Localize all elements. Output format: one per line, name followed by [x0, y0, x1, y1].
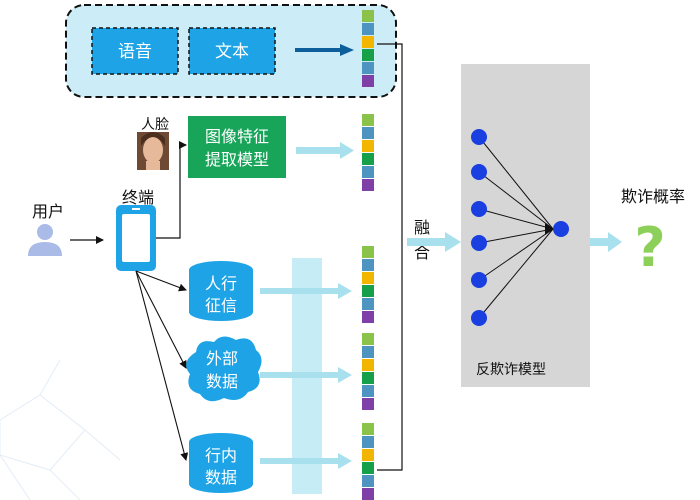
feature-strip [362, 114, 374, 191]
fraud-probability-label: 欺诈概率 [621, 187, 685, 206]
feature-cell [362, 10, 374, 22]
credit-label-line2: 征信 [205, 296, 237, 315]
feature-cell [362, 36, 374, 48]
feature-cell [362, 114, 374, 126]
multimodal-input-group: 语音 文本 [65, 4, 397, 98]
fuse-label-line2: 合 [414, 243, 430, 262]
internal-data-source: 行内 数据 [189, 433, 253, 493]
network-edge [478, 228, 554, 319]
input-node [471, 272, 487, 288]
credit-label-line1: 人行 [205, 274, 237, 293]
feature-cell [362, 140, 374, 152]
feature-cell [362, 153, 374, 165]
feature-cell [362, 372, 374, 384]
external-data-source: 外部 数据 [186, 336, 262, 402]
feature-strip [362, 333, 374, 410]
structured-data-arrows [260, 258, 352, 494]
network-edge [478, 208, 554, 230]
text-label: 文本 [215, 42, 249, 62]
feature-cell [362, 285, 374, 297]
feature-strips [362, 10, 374, 500]
terminal-to-model-connector [155, 141, 187, 239]
face-photo-icon [137, 132, 169, 170]
network-edge [478, 228, 554, 281]
feature-strip [362, 10, 374, 87]
internal-label-line1: 行内 [205, 446, 237, 465]
input-node [471, 164, 487, 180]
output-node [553, 221, 569, 237]
feature-cell [362, 298, 374, 310]
feature-cell [362, 75, 374, 87]
feature-cell [362, 259, 374, 271]
input-node [471, 235, 487, 251]
credit-source: 人行 征信 [189, 261, 253, 321]
network-edge [478, 171, 554, 230]
user-icon [28, 224, 62, 256]
internal-label-line2: 数据 [205, 468, 237, 487]
feature-strip [362, 246, 374, 323]
network-edge [478, 136, 554, 230]
background-decoration [0, 359, 121, 500]
external-label-line2: 数据 [206, 372, 238, 391]
network-edge [478, 228, 554, 244]
feature-cell [362, 462, 374, 474]
speech-box [91, 27, 179, 75]
feature-cell [362, 346, 374, 358]
external-label-line1: 外部 [206, 349, 238, 368]
image-model-label-line2: 提取模型 [205, 150, 269, 169]
feature-strip [362, 423, 374, 500]
feature-cell [362, 449, 374, 461]
feature-cell [362, 333, 374, 345]
image-feature-model-box [188, 116, 286, 178]
anti-fraud-model-label: 反欺诈模型 [476, 362, 546, 378]
image-model-label-line1: 图像特征 [205, 127, 269, 146]
feature-cell [362, 385, 374, 397]
feature-cell [362, 246, 374, 258]
face-label: 人脸 [141, 117, 169, 133]
input-node [471, 310, 487, 326]
terminal-branches [135, 270, 189, 461]
feature-cell [362, 359, 374, 371]
feature-cell [362, 475, 374, 487]
question-mark-icon: ? [634, 216, 665, 279]
input-node [471, 129, 487, 145]
anti-fraud-model: 反欺诈模型 [461, 64, 590, 387]
phone-icon [116, 205, 156, 271]
speech-label: 语音 [118, 42, 152, 62]
anti-fraud-model-box [461, 64, 590, 387]
feature-cell [362, 436, 374, 448]
user-terminal-group: 用户 终端 [28, 188, 156, 271]
feature-cell [362, 311, 374, 323]
network-arrowhead [545, 223, 553, 235]
feature-cell [362, 166, 374, 178]
fusion-bracket [377, 43, 403, 471]
feature-cell [362, 62, 374, 74]
feature-cell [362, 23, 374, 35]
neural-network [471, 129, 569, 326]
feature-cell [362, 179, 374, 191]
text-box [188, 27, 276, 75]
fuse-label-line1: 融 [414, 218, 430, 237]
input-node [471, 201, 487, 217]
user-label: 用户 [32, 202, 64, 221]
terminal-label: 终端 [122, 188, 154, 207]
feature-cell [362, 272, 374, 284]
feature-cell [362, 127, 374, 139]
feature-cell [362, 488, 374, 500]
feature-cell [362, 423, 374, 435]
face-branch: 人脸 图像特征 提取模型 [137, 116, 354, 178]
feature-cell [362, 398, 374, 410]
feature-cell [362, 49, 374, 61]
